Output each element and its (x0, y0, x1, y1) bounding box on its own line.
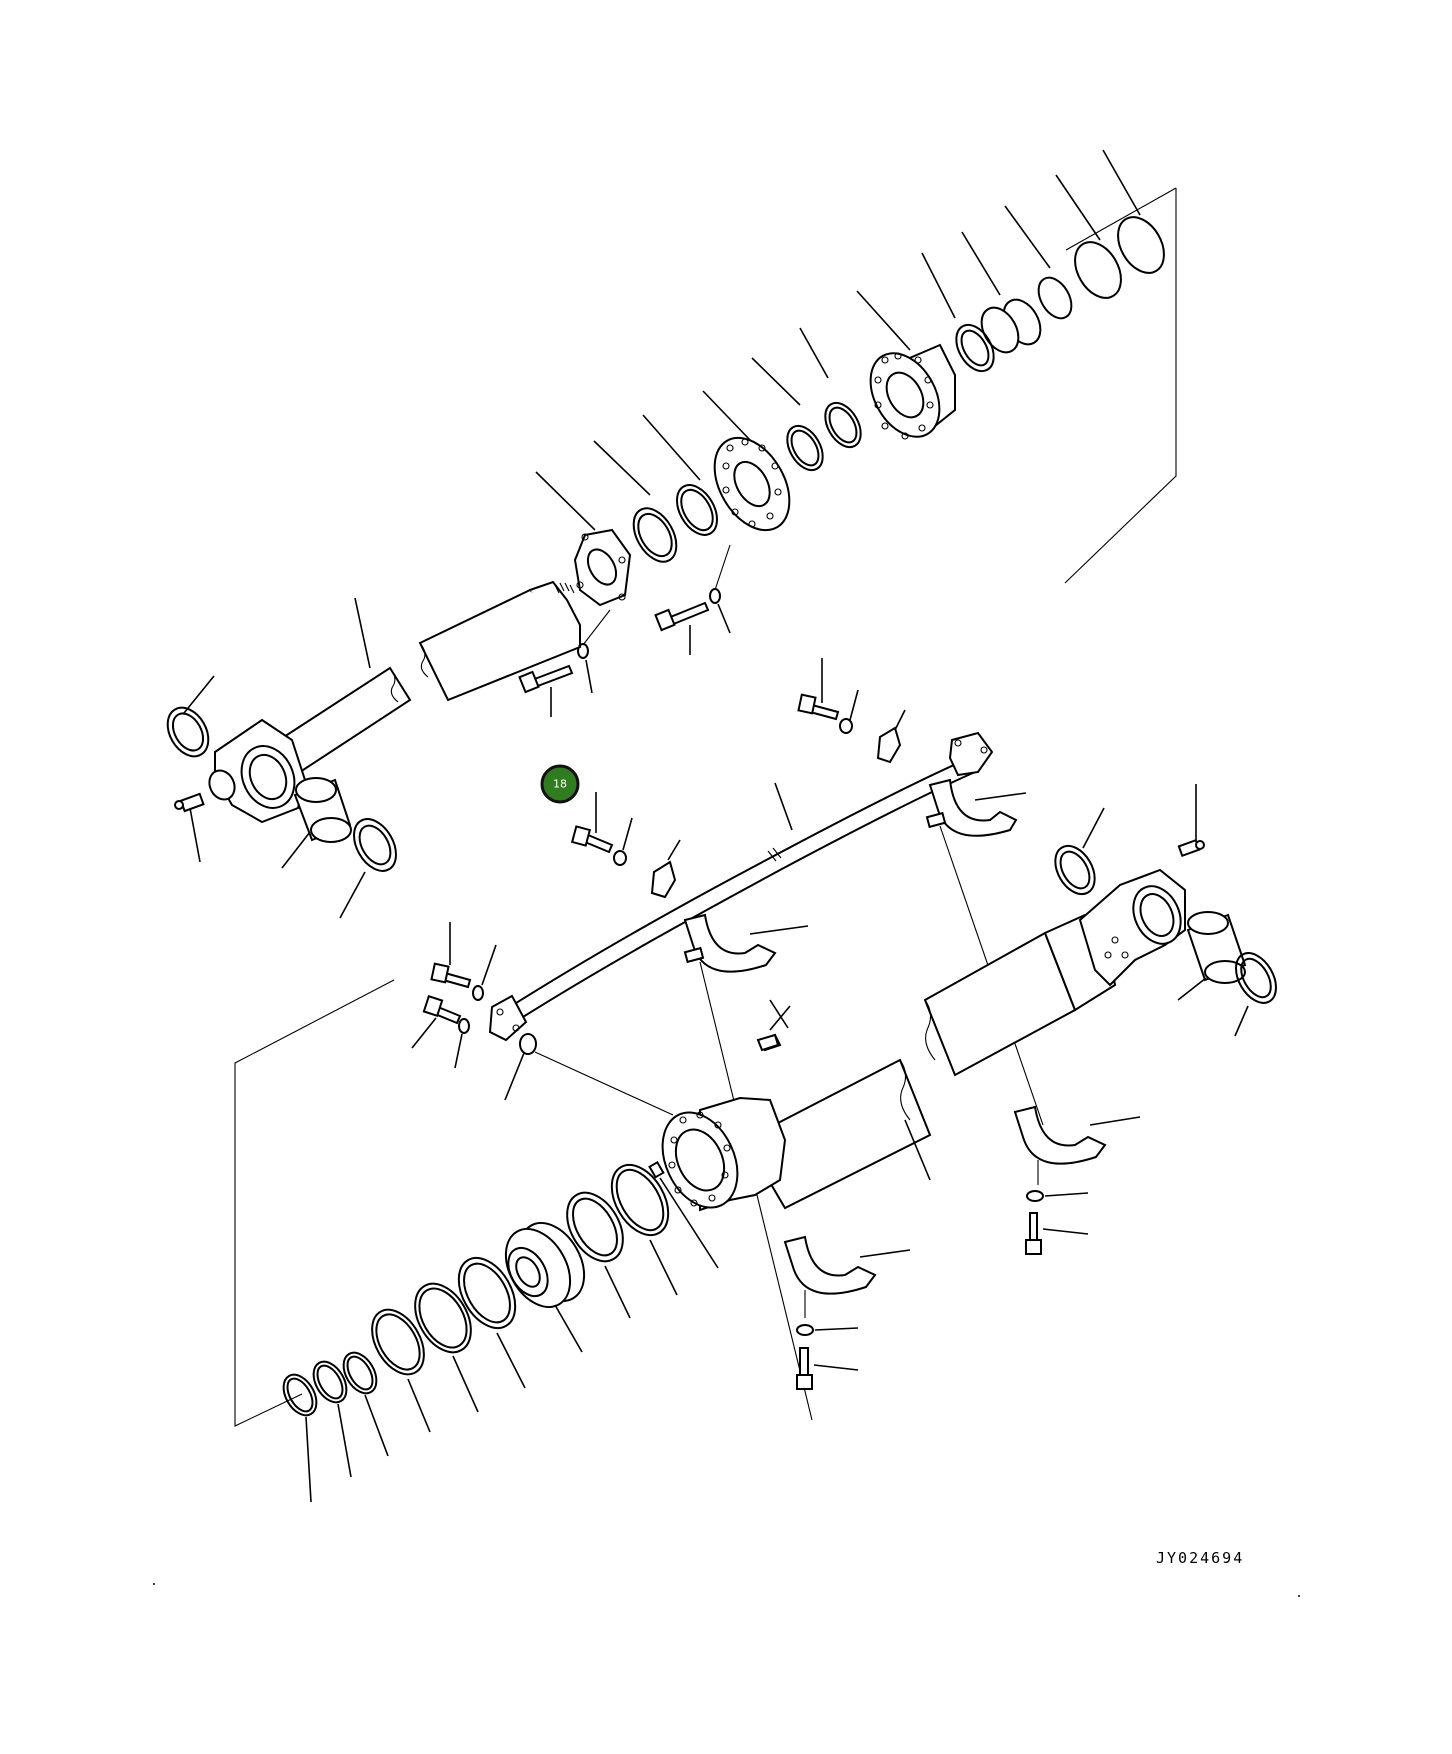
dust-flange (713, 436, 791, 532)
piping-assembly (411, 658, 1044, 1421)
tube-washer-mid (613, 817, 633, 866)
stray-mark (1298, 1595, 1300, 1597)
rod-seal (824, 401, 862, 449)
cylinder-clamp-washer-left (796, 1324, 859, 1336)
piston-rod (268, 580, 582, 774)
backup-ring (1074, 241, 1122, 299)
piston-rod-assembly (166, 580, 582, 919)
piston-wear-ring (457, 1256, 526, 1389)
grease-fitting (174, 792, 205, 813)
cylinder-head (869, 343, 956, 440)
rod-eye (208, 718, 307, 824)
tube-washer-top (839, 689, 859, 734)
frame-lines (234, 187, 1177, 1427)
flange-bolt-lower (411, 994, 462, 1049)
u-packing (786, 424, 824, 472)
snap-ring (1037, 276, 1073, 320)
piston (504, 1222, 586, 1353)
bottom-dust-seal (1054, 807, 1105, 896)
plate (573, 528, 632, 607)
cylinder-bottom-eye (1078, 868, 1186, 987)
flange-bolt-upper (430, 922, 472, 989)
wiper-ring (676, 484, 718, 536)
bottom-bushing (1177, 911, 1247, 1001)
cylinder-clamp-right (1013, 1105, 1141, 1185)
bottom-seal-ring (1234, 952, 1277, 1037)
plate-washer (577, 609, 611, 694)
tube-bolt-top (797, 658, 840, 721)
piston-slipper-ring (371, 1308, 431, 1433)
piston-set-screw (648, 1160, 719, 1269)
bushing (980, 298, 1042, 354)
tube-clip-top (876, 709, 906, 764)
tube-o-ring (504, 1033, 674, 1116)
dust-seal (632, 507, 678, 563)
top-seal-set (518, 149, 1165, 717)
head-washer (709, 544, 731, 634)
piston-o-ring (282, 1373, 318, 1503)
piston-ring-a (610, 1163, 678, 1296)
callout-label: 18 (553, 778, 567, 791)
tube-clip-mid (650, 839, 681, 899)
buffer-ring (955, 323, 995, 373)
callout-circle[interactable] (540, 764, 580, 804)
piston-seal (414, 1282, 479, 1413)
reference-code: JY024694 (1156, 1549, 1244, 1567)
head-bolt (654, 601, 710, 655)
rod-bushing (293, 777, 352, 843)
cylinder-clamp-bolt-left (796, 1347, 859, 1390)
cylinder-tube-assembly (661, 784, 1277, 1390)
cylinder-clamp-left (783, 1235, 911, 1318)
stray-mark (153, 1583, 155, 1585)
rod-dust-seal (166, 706, 210, 758)
rod-seal-ring (353, 818, 397, 872)
label-plate (756, 1005, 791, 1052)
plate-bolt (518, 664, 574, 717)
cylinder-clamp-washer-right (1026, 1190, 1089, 1202)
part-callout-18[interactable]: 18 (540, 764, 580, 804)
tube-bolt-mid (570, 792, 614, 854)
tube (488, 731, 994, 1042)
piston-seal-set (282, 1160, 719, 1503)
cylinder-head-end (661, 1096, 787, 1212)
piston-ring-b (566, 1191, 631, 1319)
bottom-grease-fitting (1177, 784, 1205, 858)
cylinder-clamp-bolt-right (1025, 1212, 1089, 1255)
piston-backup-ring (312, 1360, 352, 1478)
o-ring (1117, 216, 1165, 274)
flange-washer-upper (472, 944, 497, 1001)
piston-nut-ring (342, 1351, 389, 1457)
flange-washer-lower (454, 1018, 470, 1069)
